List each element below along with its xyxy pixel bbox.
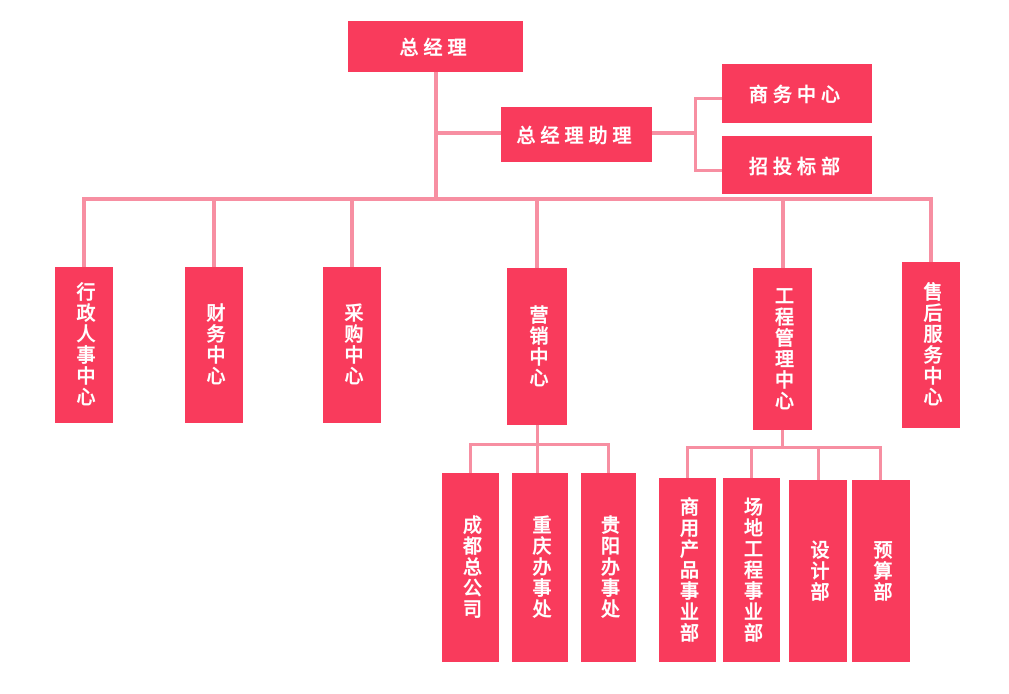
node-after-sales-service-center: 售后服务中心 bbox=[902, 262, 960, 428]
node-procurement-center: 采购中心 bbox=[323, 267, 381, 423]
connector-engineering-branch bbox=[686, 446, 882, 449]
node-admin-hr-center: 行政人事中心 bbox=[55, 267, 113, 423]
connector-drop-marketing bbox=[535, 199, 539, 268]
node-chengdu-head-office: 成都总公司 bbox=[442, 473, 499, 662]
connector-marketing-branch bbox=[469, 443, 610, 446]
node-site-engineering-division: 场地工程事业部 bbox=[723, 478, 780, 662]
connector-business-center-stub bbox=[694, 97, 722, 100]
connector-drop-chengdu bbox=[469, 443, 472, 473]
node-business-center: 商务中心 bbox=[722, 64, 872, 123]
connector-distributor bbox=[82, 197, 933, 201]
node-chongqing-office: 重庆办事处 bbox=[512, 473, 568, 662]
node-finance-center: 财务中心 bbox=[185, 267, 243, 423]
node-engineering-management-center: 工程管理中心 bbox=[753, 268, 812, 430]
node-budget-department: 预算部 bbox=[852, 480, 910, 662]
connector-marketing-stem bbox=[536, 424, 539, 473]
connector-drop-site-engineering bbox=[750, 446, 753, 478]
node-design-department: 设计部 bbox=[789, 480, 847, 662]
connector-drop-admin-hr bbox=[82, 199, 86, 267]
connector-assistant-right bbox=[652, 131, 697, 135]
node-bidding-department: 招投标部 bbox=[722, 136, 872, 194]
connector-assistant-left bbox=[434, 131, 501, 135]
connector-drop-engineering bbox=[781, 199, 785, 268]
node-guiyang-office: 贵阳办事处 bbox=[581, 473, 636, 662]
connector-drop-design bbox=[817, 446, 820, 480]
node-commercial-products-division: 商用产品事业部 bbox=[659, 478, 716, 662]
connector-drop-finance bbox=[212, 199, 216, 267]
connector-drop-budget bbox=[879, 446, 882, 480]
connector-drop-procurement bbox=[350, 199, 354, 267]
connector-trunk bbox=[434, 72, 438, 201]
node-general-manager: 总经理 bbox=[348, 21, 523, 72]
node-general-manager-assistant: 总经理助理 bbox=[501, 107, 652, 162]
connector-drop-after-sales bbox=[929, 199, 933, 262]
connector-drop-guiyang bbox=[607, 443, 610, 473]
connector-drop-commercial-products bbox=[686, 446, 689, 478]
node-marketing-center: 营销中心 bbox=[507, 268, 567, 425]
connector-engineering-stem bbox=[781, 430, 784, 448]
connector-bidding-dept-stub bbox=[694, 169, 722, 172]
connector-assistant-bracket bbox=[694, 97, 697, 172]
